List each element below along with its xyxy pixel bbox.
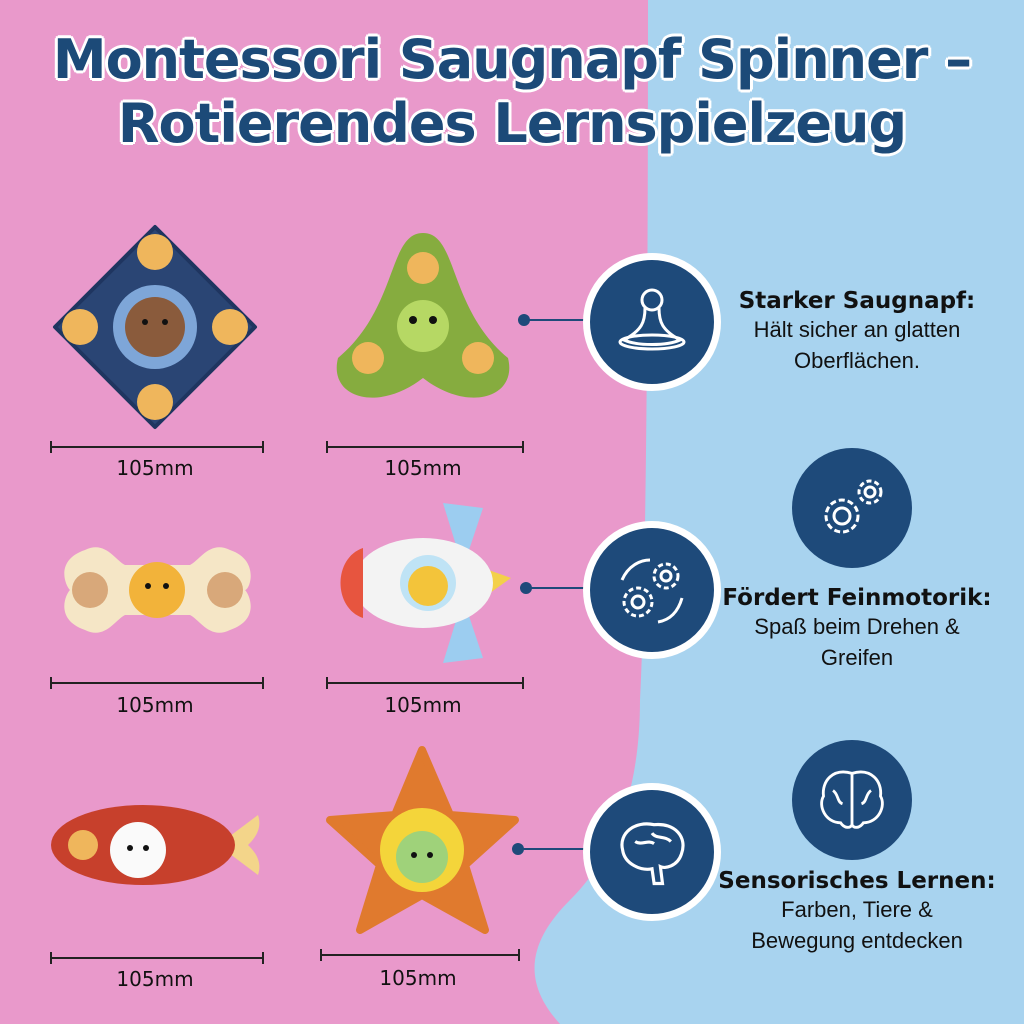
feature-text: Farben, Tiere & — [781, 897, 933, 922]
brain-icon-circle-2 — [583, 783, 721, 921]
brain-icon-circle — [792, 740, 912, 860]
brain-icon — [820, 770, 884, 829]
dimension-line — [320, 949, 520, 961]
connector-line — [526, 587, 588, 589]
feature-fine-motor: Fördert Feinmotorik: Spaß beim Drehen & … — [712, 585, 1002, 673]
title-line-2: Rotierendes Lernspielzeug — [117, 92, 907, 155]
suction-cup-icon — [618, 288, 686, 351]
dimension-line — [50, 441, 264, 453]
suction-cup-icon-circle — [583, 253, 721, 391]
dog-bone-spinner-image — [64, 547, 251, 633]
feature-suction: Starker Saugnapf: Hält sicher an glatten… — [712, 288, 1002, 376]
page-title: Montessori Saugnapf Spinner – Rotierende… — [0, 28, 1024, 156]
feature-text: Greifen — [820, 645, 894, 670]
rotating-gears-icon-circle — [583, 521, 721, 659]
dimension-line — [50, 677, 264, 689]
feature-text: Bewegung entdecken — [751, 928, 963, 953]
gears-icon-circle — [792, 448, 912, 568]
title-line-1: Montessori Saugnapf Spinner – — [52, 28, 972, 91]
connector-line — [518, 848, 588, 850]
rotating-gears-icon — [620, 558, 684, 624]
feature-text: Hält sicher an glatten — [753, 317, 961, 342]
brain-icon — [620, 822, 685, 886]
rocket-spinner-image — [340, 503, 511, 663]
frog-spinner-image — [336, 233, 510, 398]
size-label: 105mm — [379, 966, 457, 990]
connector-line — [524, 319, 588, 321]
cat-fish-spinner-image — [51, 805, 260, 885]
size-label: 105mm — [116, 967, 194, 991]
dimension-line — [326, 677, 524, 689]
dimension-line — [326, 441, 524, 453]
size-label: 105mm — [384, 693, 462, 717]
size-label: 105mm — [116, 693, 194, 717]
feature-text: Oberflächen. — [794, 348, 920, 373]
feature-sensory: Sensorisches Lernen: Farben, Tiere & Bew… — [712, 868, 1002, 956]
size-label: 105mm — [116, 456, 194, 480]
dimension-line — [50, 952, 264, 964]
bear-spinner-image — [53, 225, 257, 429]
gears-icon — [824, 479, 883, 534]
star-dino-spinner-image — [326, 746, 519, 934]
feature-title: Starker Saugnapf: — [738, 288, 976, 314]
size-label: 105mm — [384, 456, 462, 480]
feature-text: Spaß beim Drehen & — [754, 614, 960, 639]
feature-title: Fördert Feinmotorik: — [722, 585, 992, 611]
feature-title: Sensorisches Lernen: — [718, 868, 996, 894]
